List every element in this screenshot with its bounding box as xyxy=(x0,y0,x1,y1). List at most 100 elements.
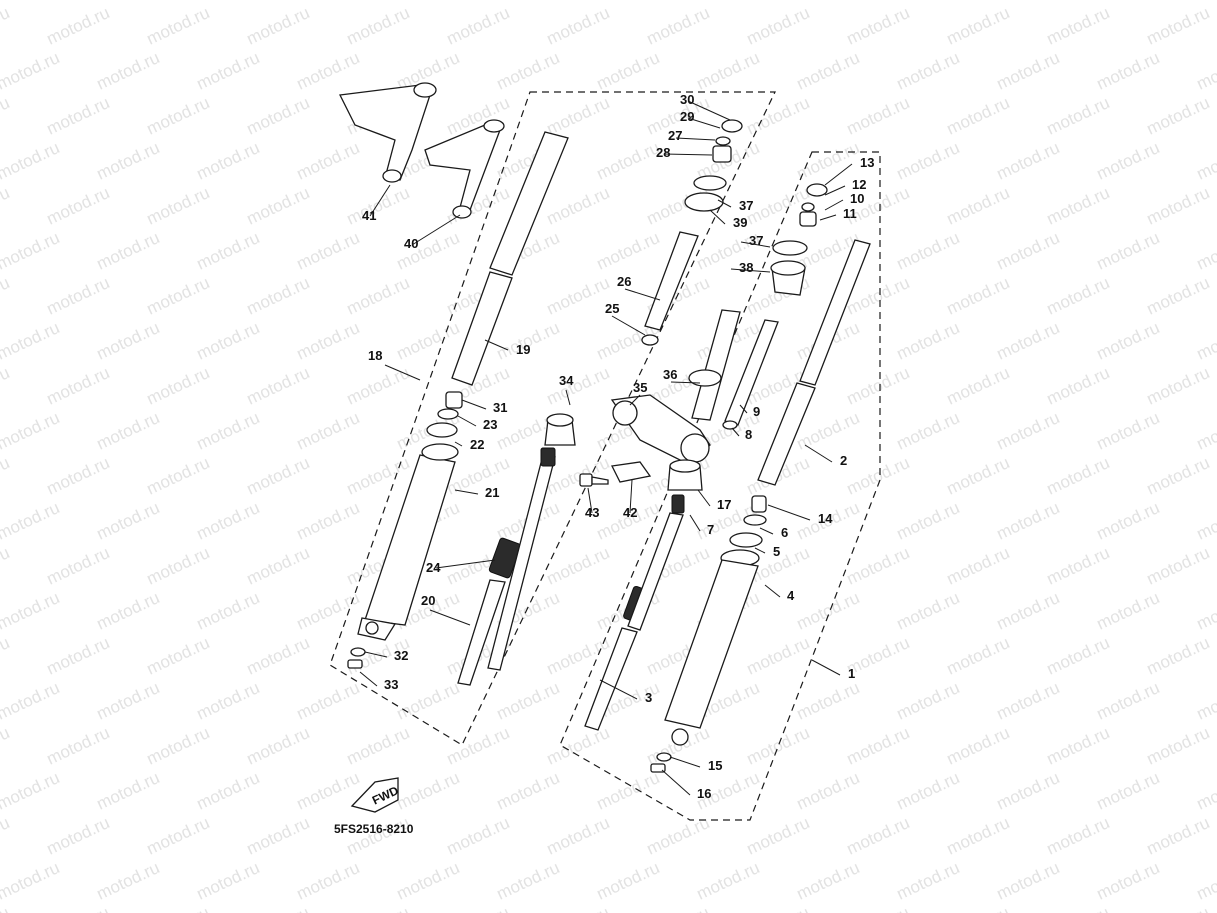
watermark-text: motod.ru xyxy=(1044,543,1113,589)
watermark-text: motod.ru xyxy=(844,723,913,769)
leader-line-39 xyxy=(709,209,726,225)
leader-line-35 xyxy=(629,394,641,406)
callout-1: 1 xyxy=(848,666,855,681)
watermark-text: motod.ru xyxy=(0,903,12,913)
callout-19: 19 xyxy=(516,342,530,357)
watermark-text: motod.ru xyxy=(1044,813,1113,859)
watermark-text: motod.ru xyxy=(994,768,1063,814)
watermark-text: motod.ru xyxy=(144,273,213,319)
leader-line-19 xyxy=(484,339,509,351)
callout-28: 28 xyxy=(656,145,670,160)
watermark-text: motod.ru xyxy=(44,183,113,229)
watermark-text: motod.ru xyxy=(144,903,213,913)
callout-27: 27 xyxy=(668,128,682,143)
watermark-text: motod.ru xyxy=(944,273,1013,319)
callout-36: 36 xyxy=(663,367,677,382)
watermark-text: motod.ru xyxy=(94,318,163,364)
watermark-text: motod.ru xyxy=(944,183,1013,229)
watermark-text: motod.ru xyxy=(694,48,763,94)
leader-line-11 xyxy=(819,214,837,221)
watermark-text: motod.ru xyxy=(594,138,663,184)
watermark-text: motod.ru xyxy=(844,813,913,859)
watermark-text: motod.ru xyxy=(544,633,613,679)
watermark-text: motod.ru xyxy=(994,48,1063,94)
watermark-text: motod.ru xyxy=(144,93,213,139)
watermark-text: motod.ru xyxy=(944,813,1013,859)
watermark-text: motod.ru xyxy=(294,768,363,814)
watermark-text: motod.ru xyxy=(344,903,413,913)
callout-23: 23 xyxy=(483,417,497,432)
watermark-text: motod.ru xyxy=(1044,723,1113,769)
watermark-text: motod.ru xyxy=(94,48,163,94)
watermark-text: motod.ru xyxy=(1044,93,1113,139)
watermark-text: motod.ru xyxy=(244,813,313,859)
watermark-text: motod.ru xyxy=(944,3,1013,49)
callout-5: 5 xyxy=(773,544,780,559)
watermark-text: motod.ru xyxy=(1094,228,1163,274)
watermark-text: motod.ru xyxy=(1044,183,1113,229)
callout-2: 2 xyxy=(840,453,847,468)
leader-line-12 xyxy=(824,185,846,196)
watermark-text: motod.ru xyxy=(1094,678,1163,724)
damper-rod-right-3 xyxy=(584,459,703,731)
leader-line-25 xyxy=(611,315,646,336)
callout-22: 22 xyxy=(470,437,484,452)
leader-line-31 xyxy=(461,399,487,410)
watermark-text: motod.ru xyxy=(744,633,813,679)
bolt-43 xyxy=(579,473,609,487)
leader-line-9 xyxy=(739,404,748,414)
watermark-text: motod.ru xyxy=(1194,318,1217,364)
watermark-text: motod.ru xyxy=(994,408,1063,454)
watermark-text: motod.ru xyxy=(1144,633,1213,679)
watermark-text: motod.ru xyxy=(94,138,163,184)
leader-line-41 xyxy=(369,184,391,217)
watermark-text: motod.ru xyxy=(144,183,213,229)
watermark-text: motod.ru xyxy=(494,858,563,904)
leader-line-38 xyxy=(730,268,771,273)
callout-4: 4 xyxy=(787,588,795,603)
watermark-text: motod.ru xyxy=(794,588,863,634)
watermark-text: motod.ru xyxy=(1094,858,1163,904)
callout-34: 34 xyxy=(559,373,574,388)
watermark-text: motod.ru xyxy=(44,543,113,589)
leader-line-5 xyxy=(754,547,766,554)
leader-line-33 xyxy=(359,671,378,687)
bracket-40 xyxy=(424,119,505,219)
watermark-text: motod.ru xyxy=(0,543,12,589)
callout-6: 6 xyxy=(781,525,788,540)
watermark-text: motod.ru xyxy=(1094,768,1163,814)
watermark-text: motod.ru xyxy=(1144,363,1213,409)
watermark-text: motod.ru xyxy=(294,678,363,724)
callout-11: 11 xyxy=(843,206,857,221)
watermark-text: motod.ru xyxy=(294,408,363,454)
callout-15: 15 xyxy=(708,758,722,773)
fork-assembly-left-outline xyxy=(329,91,776,746)
watermark-text: motod.ru xyxy=(0,273,12,319)
steering-stem-36 xyxy=(610,309,741,466)
watermark-text: motod.ru xyxy=(444,903,513,913)
watermark-text: motod.ru xyxy=(194,588,263,634)
inner-tube-upper-26 xyxy=(641,231,699,346)
watermark-text: motod.ru xyxy=(744,903,813,913)
cap-30 xyxy=(684,119,743,212)
watermark-text: motod.ru xyxy=(494,48,563,94)
watermark-text: motod.ru xyxy=(344,183,413,229)
watermark-text: motod.ru xyxy=(894,138,963,184)
callout-35: 35 xyxy=(633,380,647,395)
watermark-text: motod.ru xyxy=(344,273,413,319)
watermark-text: motod.ru xyxy=(1144,543,1213,589)
leader-line-22 xyxy=(454,441,463,447)
watermark-text: motod.ru xyxy=(0,183,12,229)
watermark-text: motod.ru xyxy=(894,678,963,724)
watermark-text: motod.ru xyxy=(144,723,213,769)
watermark-text: motod.ru xyxy=(994,588,1063,634)
leader-line-2 xyxy=(804,444,833,463)
watermark-text: motod.ru xyxy=(0,138,62,184)
watermark-text: motod.ru xyxy=(44,453,113,499)
callout-3: 3 xyxy=(645,690,652,705)
watermark-text: motod.ru xyxy=(244,273,313,319)
forward-direction-arrow: FWD xyxy=(350,777,401,813)
watermark-text: motod.ru xyxy=(944,363,1013,409)
watermark-text: motod.ru xyxy=(544,813,613,859)
watermark-text: motod.ru xyxy=(144,543,213,589)
